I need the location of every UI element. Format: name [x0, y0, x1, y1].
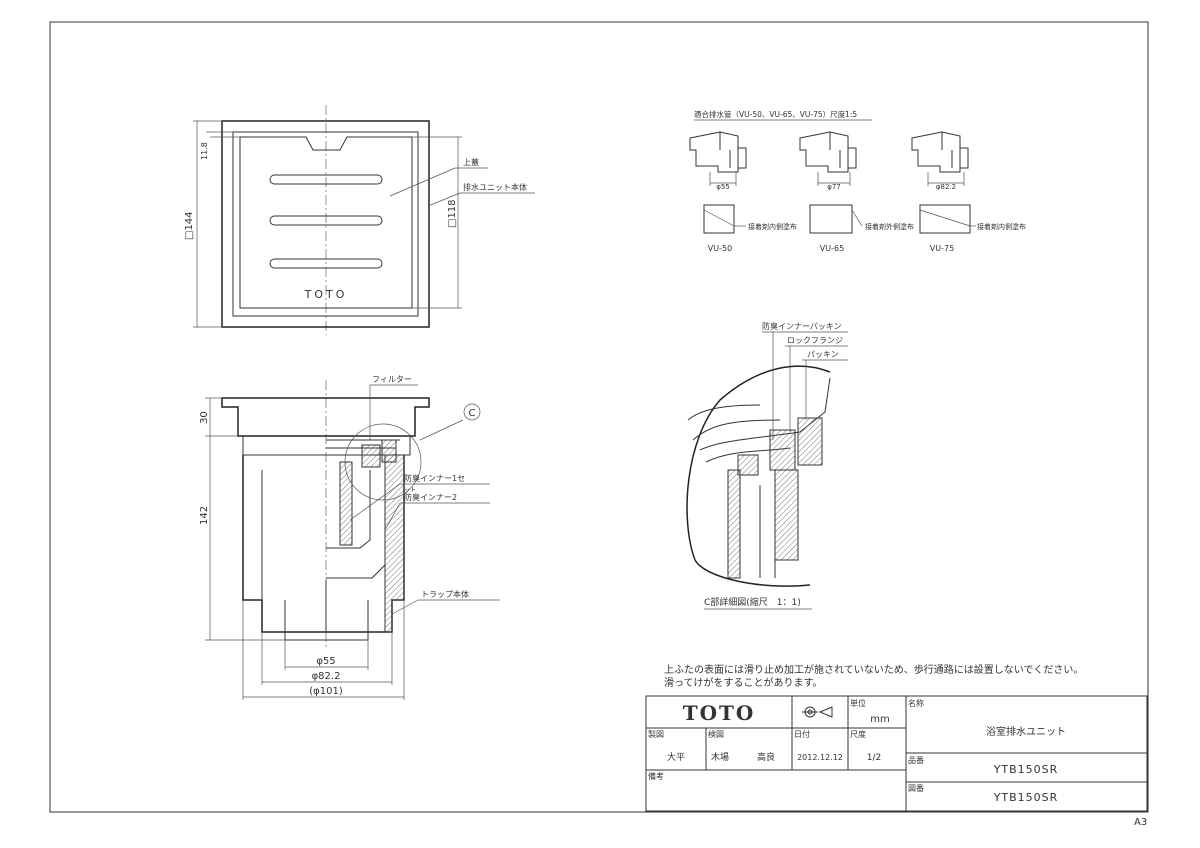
checked-value-2: 高良: [757, 751, 775, 763]
scale-value: 1/2: [867, 753, 881, 763]
detail-c-circle: [344, 423, 422, 501]
fitting-vu65-note: 接着剤外側塗布: [865, 222, 914, 231]
dim-inner-size: □118: [447, 199, 458, 228]
name-value: 浴室排水ユニット: [986, 725, 1066, 738]
fitting-vu75: [911, 131, 976, 234]
checked-value-1: 木場: [711, 751, 729, 763]
title-block: TOTO 単位 mm 名称 浴室排水ユニット 製図 大平 検図 木場 高良 日付…: [645, 695, 1148, 812]
drawing-value: YTB150SR: [993, 791, 1059, 804]
name-label: 名称: [908, 698, 924, 708]
scale-label: 尺度: [850, 729, 866, 739]
title-block-logo: TOTO: [683, 701, 756, 725]
label-packing: パッキン: [807, 350, 839, 359]
detail-c-marker: C: [469, 408, 476, 419]
pipe-fittings: 適合排水管（VU-50、VU-65、VU-75）尺度1:5 φ55 接着剤内側塗…: [689, 109, 1026, 253]
dim-top-offset: 11.8: [200, 142, 209, 160]
drawn-label: 製図: [648, 729, 664, 739]
fitting-vu50-name: VU-50: [708, 244, 732, 253]
drawing-label: 図番: [908, 783, 924, 793]
fitting-vu65-name: VU-65: [820, 244, 844, 253]
detail-c-view: 防臭インナーパッキン ロックフランジ パッキン C部詳細図(縮尺 1：1): [686, 321, 848, 610]
top-view: TOTO □144 11.8 □118 上蓋 排水ユニット本体: [184, 105, 535, 335]
dim-diameter-55: φ55: [316, 656, 335, 667]
pipe-title: 適合排水管（VU-50、VU-65、VU-75）尺度1:5: [694, 109, 857, 119]
unit-value: mm: [870, 714, 889, 725]
fitting-vu50-note: 接着剤内側塗布: [748, 222, 797, 231]
section-view: 30 142 φ55 φ82.2 (φ101) フィルター C 防臭インナー1セ…: [199, 375, 500, 700]
fitting-vu65-dia: φ77: [827, 183, 841, 191]
fitting-vu50: [689, 131, 747, 234]
label-inner-1-cont: ット: [404, 487, 416, 494]
date-label: 日付: [794, 729, 810, 739]
fitting-vu50-dia: φ55: [716, 183, 730, 191]
sheet-size-label: A3: [1134, 817, 1147, 828]
checked-label: 検図: [708, 729, 724, 739]
label-filter: フィルター: [372, 375, 412, 384]
label-inner-2: 防臭インナー2: [404, 492, 457, 502]
remarks-label: 備考: [648, 771, 664, 781]
dim-upper-height: 30: [199, 411, 210, 424]
warning-line-1: 上ふたの表面には滑り止め加工が施されていないため、歩行通路には設置しないでくださ…: [664, 663, 1083, 676]
warning-line-2: 滑ってけがをすることがあります。: [664, 676, 823, 689]
label-inner-1: 防臭インナー1セ: [404, 473, 465, 483]
unit-label: 単位: [850, 698, 866, 708]
label-trap-body: トラップ本体: [421, 589, 469, 599]
label-lock-flange: ロックフランジ: [787, 336, 843, 345]
drawn-value: 大平: [667, 751, 685, 763]
fitting-vu65: [799, 131, 863, 234]
date-value: 2012.12.12: [797, 753, 843, 762]
fitting-vu75-note: 接着剤内側塗布: [977, 222, 1026, 231]
label-lid: 上蓋: [463, 157, 479, 167]
product-value: YTB150SR: [993, 763, 1059, 776]
dim-lower-height: 142: [199, 506, 210, 525]
label-packing-inner: 防臭インナーパッキン: [762, 321, 842, 331]
fitting-vu75-dia: φ82.2: [936, 183, 956, 191]
fitting-vu75-name: VU-75: [930, 244, 954, 253]
product-label: 品番: [908, 755, 924, 765]
sheet-frame: [49, 21, 1149, 813]
dim-outer-size: □144: [184, 211, 195, 240]
detail-c-caption: C部詳細図(縮尺 1：1): [704, 596, 801, 608]
lid-logo: TOTO: [304, 288, 348, 301]
dim-diameter-101: (φ101): [309, 686, 343, 697]
dim-diameter-82: φ82.2: [312, 671, 341, 682]
third-angle-projection-icon: [802, 706, 833, 718]
label-unit-body: 排水ユニット本体: [463, 182, 527, 192]
